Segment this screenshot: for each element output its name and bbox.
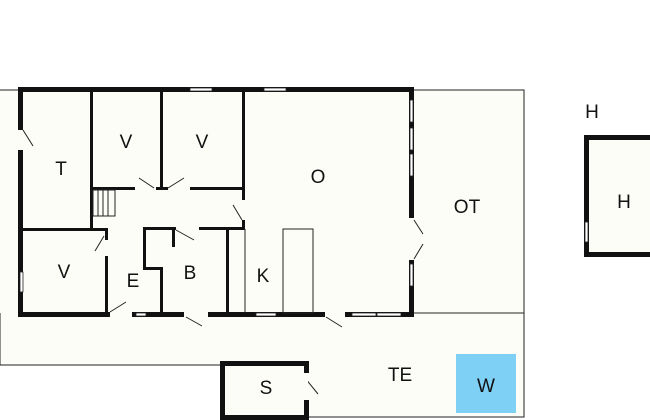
room-label-te: TE bbox=[388, 365, 412, 386]
fixtures bbox=[92, 189, 314, 314]
door-swings bbox=[22, 129, 424, 395]
room-label-e: E bbox=[127, 271, 140, 292]
room-label-ot: OT bbox=[454, 197, 481, 218]
stairs bbox=[92, 189, 116, 217]
room-label-t: T bbox=[55, 159, 67, 180]
room-label-k: K bbox=[257, 266, 270, 287]
room-label-b: B bbox=[184, 263, 197, 284]
room-label-v3: V bbox=[58, 262, 71, 283]
annex-building bbox=[584, 135, 650, 257]
walls bbox=[18, 87, 414, 317]
room-label-v2: V bbox=[196, 132, 209, 153]
room-label-w: W bbox=[477, 376, 495, 397]
room-label-h: H bbox=[617, 192, 631, 213]
main-house-floor bbox=[20, 88, 412, 316]
room-label-o: O bbox=[311, 167, 326, 188]
whirlpool-area bbox=[456, 354, 516, 413]
kitchen-counter bbox=[282, 228, 314, 314]
room-label-s: S bbox=[260, 378, 273, 399]
terrace-outlines bbox=[0, 89, 525, 418]
building-label-h: H bbox=[585, 102, 599, 123]
shed-building bbox=[220, 361, 309, 420]
room-label-v1: V bbox=[120, 132, 133, 153]
